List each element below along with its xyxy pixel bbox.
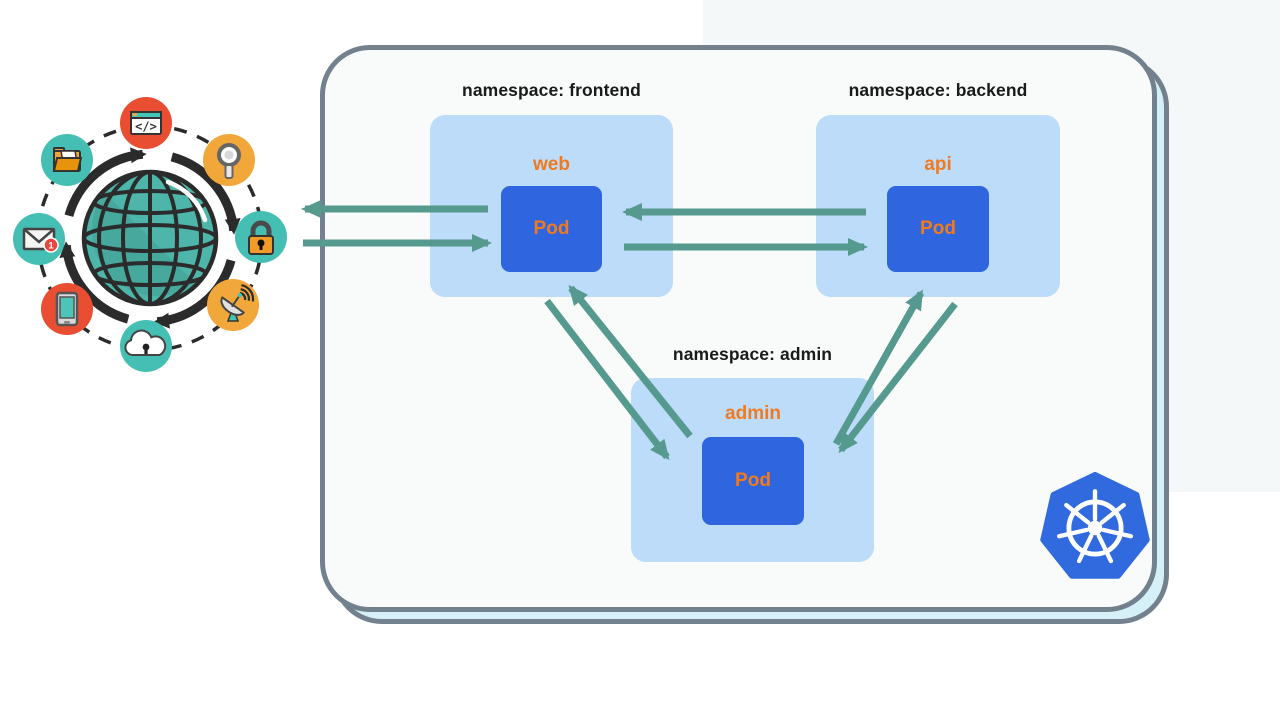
pod-api-label: Pod xyxy=(920,218,956,239)
pod-web-label: Pod xyxy=(533,218,570,239)
cloud-security-icon xyxy=(120,320,172,372)
namespace-admin-title: namespace: admin xyxy=(672,344,833,364)
svg-text:1: 1 xyxy=(48,241,54,252)
kubernetes-logo xyxy=(1040,471,1150,579)
smartphone-icon xyxy=(41,283,93,335)
code-window-icon: </> xyxy=(120,97,172,149)
internet-illustration: </> xyxy=(13,97,287,372)
pod-name-web: web xyxy=(533,154,570,175)
pod-api: Pod xyxy=(887,186,989,272)
svg-text:</>: </> xyxy=(135,120,157,134)
email-icon: 1 xyxy=(13,213,65,265)
pod-name-admin: admin xyxy=(725,403,781,424)
kubernetes-helm-wheel xyxy=(1056,489,1134,564)
globe-icon xyxy=(81,169,219,307)
pod-admin-label: Pod xyxy=(735,470,771,491)
pod-web: Pod xyxy=(501,186,602,272)
pod-name-api: api xyxy=(924,154,952,175)
satellite-icon xyxy=(207,279,259,331)
rotation-arrows xyxy=(59,147,241,329)
namespace-backend-title: namespace: backend xyxy=(848,80,1028,100)
pod-admin: Pod xyxy=(702,437,804,525)
search-icon xyxy=(203,134,255,186)
lock-icon xyxy=(235,211,287,263)
namespace-frontend-title: namespace: frontend xyxy=(462,80,641,100)
notification-badge xyxy=(43,237,59,253)
folder-icon xyxy=(41,134,93,186)
